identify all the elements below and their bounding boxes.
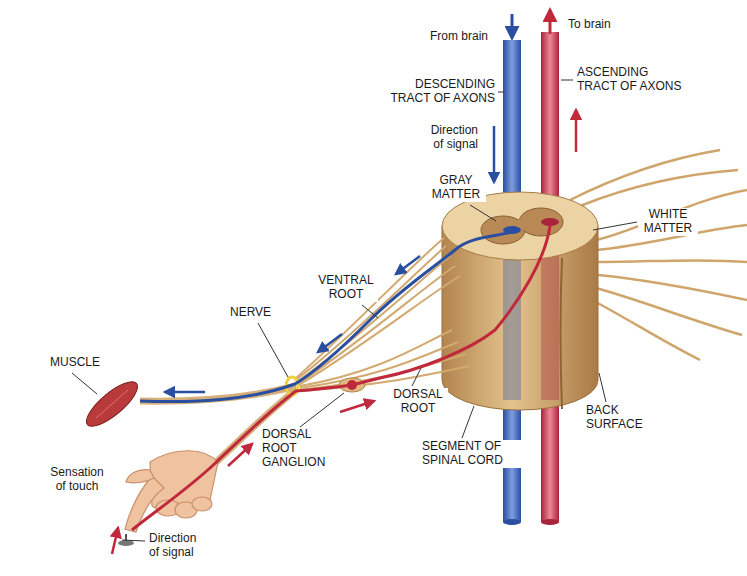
part-label: NERVE bbox=[228, 306, 273, 320]
ventral-root bbox=[296, 246, 446, 380]
spinal-cord-segment bbox=[561, 258, 563, 409]
part-label: DORSAL ROOT bbox=[388, 388, 448, 416]
ascending-tract bbox=[541, 10, 559, 525]
part-label: DESCENDING TRACT OF AXONS bbox=[383, 78, 497, 106]
muscle bbox=[80, 375, 143, 433]
leader-lines bbox=[72, 80, 637, 541]
spinal-cord-segment bbox=[541, 240, 559, 400]
signal-arrows bbox=[493, 126, 496, 182]
hand bbox=[192, 497, 212, 511]
ascending-tract bbox=[541, 32, 559, 522]
signal-arrows bbox=[165, 391, 205, 394]
nerve-fibers bbox=[598, 260, 747, 262]
leader-lines bbox=[561, 80, 573, 81]
descending-tract bbox=[503, 519, 521, 525]
part-label: WHITE MATTER bbox=[638, 208, 698, 236]
leader-lines bbox=[412, 368, 421, 386]
spinal-cord-segment bbox=[442, 192, 598, 260]
ascending-tract bbox=[549, 10, 552, 34]
signal-arrows bbox=[228, 444, 252, 466]
nerve-fibers bbox=[580, 170, 738, 206]
part-label: Direction of signal bbox=[147, 532, 209, 560]
gray-matter bbox=[481, 208, 563, 244]
part-label: SEGMENT OF SPINAL CORD bbox=[420, 440, 528, 468]
part-label: ASCENDING TRACT OF AXONS bbox=[575, 66, 689, 94]
spinal-cord-segment bbox=[442, 192, 598, 410]
ventral-root bbox=[297, 256, 450, 382]
leader-lines bbox=[498, 92, 504, 93]
descending-tract bbox=[511, 14, 514, 38]
sensory-pathway bbox=[132, 226, 550, 530]
part-label: From brain bbox=[428, 30, 490, 44]
signal-arrows bbox=[112, 528, 118, 554]
signal-arrows bbox=[575, 110, 578, 152]
leader-lines bbox=[362, 305, 378, 318]
leader-lines bbox=[599, 373, 606, 402]
leader-lines bbox=[462, 406, 474, 438]
muscle bbox=[96, 390, 128, 418]
part-label: MUSCLE bbox=[48, 356, 102, 370]
part-label: VENTRAL ROOT bbox=[314, 274, 378, 302]
nerve-fibers bbox=[596, 288, 742, 335]
leader-lines bbox=[258, 323, 288, 377]
signal-arrows bbox=[340, 401, 374, 412]
signal-arrows bbox=[318, 334, 342, 352]
part-label: GRAY MATTER bbox=[426, 174, 486, 202]
signal-arrows bbox=[112, 110, 576, 554]
spinal-cord-segment bbox=[503, 240, 521, 400]
part-label: Sensation of touch bbox=[44, 466, 110, 494]
nerve-fibers bbox=[592, 300, 700, 360]
leader-lines bbox=[300, 393, 344, 427]
part-label: Direction of signal bbox=[418, 124, 480, 152]
nerve-fibers bbox=[596, 190, 747, 240]
hand bbox=[125, 451, 218, 532]
part-label: BACK SURFACE bbox=[584, 404, 650, 432]
gray-matter bbox=[541, 218, 559, 226]
leader-lines bbox=[593, 222, 637, 230]
hand bbox=[125, 476, 164, 532]
leader-lines bbox=[470, 205, 496, 221]
motor-pathway bbox=[140, 232, 512, 402]
part-label: DORSAL ROOT GANGLION bbox=[260, 428, 332, 469]
part-label: To brain bbox=[566, 18, 613, 32]
leader-lines bbox=[72, 373, 97, 394]
signal-arrows bbox=[396, 256, 420, 274]
hand bbox=[126, 470, 154, 483]
muscle bbox=[80, 375, 143, 433]
leader-lines bbox=[122, 540, 145, 541]
ascending-tract bbox=[541, 519, 559, 525]
